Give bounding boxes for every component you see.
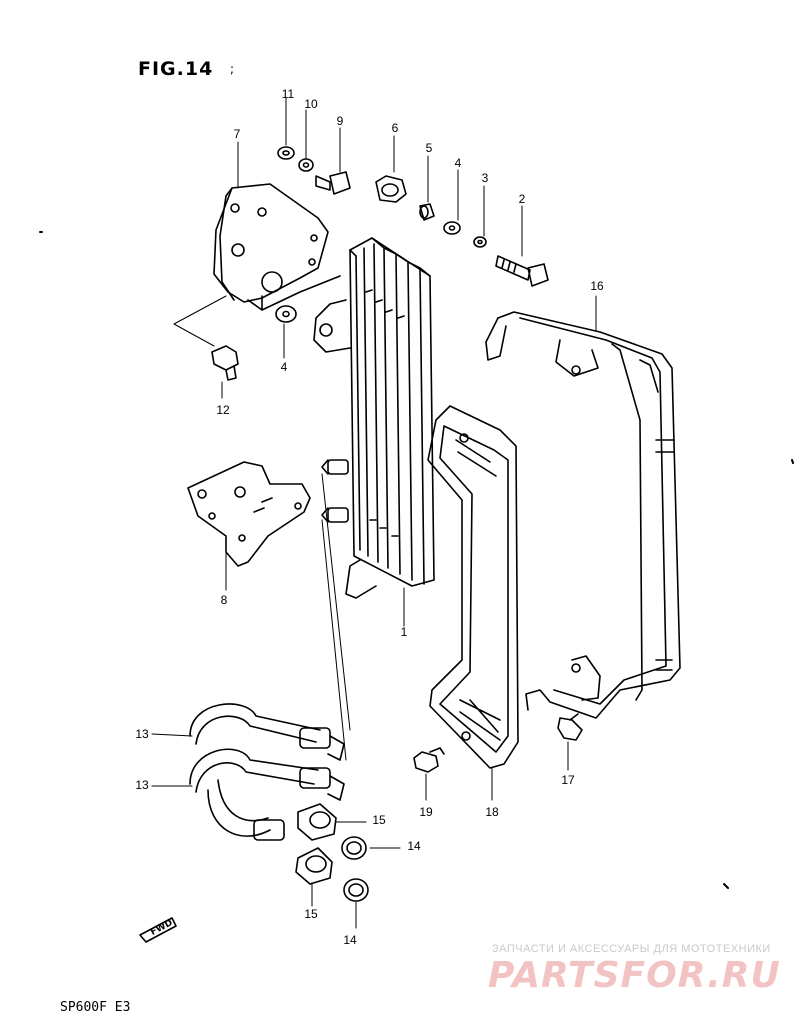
callout-2: 2	[518, 192, 526, 206]
callout-13-upper: 13	[135, 727, 149, 741]
callout-15-upper: 15	[372, 813, 386, 827]
lower-bracket-drawing	[187, 461, 311, 567]
callout-4-lower: 4	[280, 360, 288, 374]
callout-6: 6	[391, 121, 399, 135]
cover-drawing	[427, 405, 519, 769]
callout-9: 9	[336, 114, 344, 128]
callout-15-lower: 15	[304, 907, 318, 921]
watermark-brand: PARTSFOR.RU	[488, 955, 781, 996]
hose-assembly	[189, 703, 369, 902]
upper-bracket-drawing	[213, 183, 341, 311]
callout-16: 16	[590, 279, 604, 293]
oil-cooler-drawing	[313, 237, 435, 599]
callout-12: 12	[216, 403, 230, 417]
callout-14-lower: 14	[343, 933, 357, 947]
callout-8: 8	[220, 593, 228, 607]
callout-7: 7	[233, 127, 241, 141]
guard-drawing	[485, 311, 681, 719]
callout-18: 18	[485, 805, 499, 819]
callout-10: 10	[304, 97, 318, 111]
callout-13-lower: 13	[135, 778, 149, 792]
leader-lines	[151, 97, 597, 929]
callout-3: 3	[481, 171, 489, 185]
side-bolts	[413, 713, 583, 773]
callout-11: 11	[281, 87, 295, 101]
callout-17: 17	[561, 773, 575, 787]
model-code: SP600F E3	[60, 1000, 131, 1015]
watermark-tagline: ЗАПЧАСТИ И АКСЕССУАРЫ ДЛЯ МОТОТЕХНИКИ	[492, 943, 771, 955]
callout-5: 5	[425, 141, 433, 155]
callout-4-top: 4	[454, 156, 462, 170]
forward-arrow-icon	[139, 917, 177, 943]
callout-1: 1	[400, 625, 408, 639]
figure-mark: ;	[230, 62, 235, 76]
callout-19: 19	[419, 805, 433, 819]
figure-title: FIG.14	[138, 58, 214, 80]
callout-14-upper: 14	[407, 839, 421, 853]
fastener-group-top	[211, 146, 549, 381]
